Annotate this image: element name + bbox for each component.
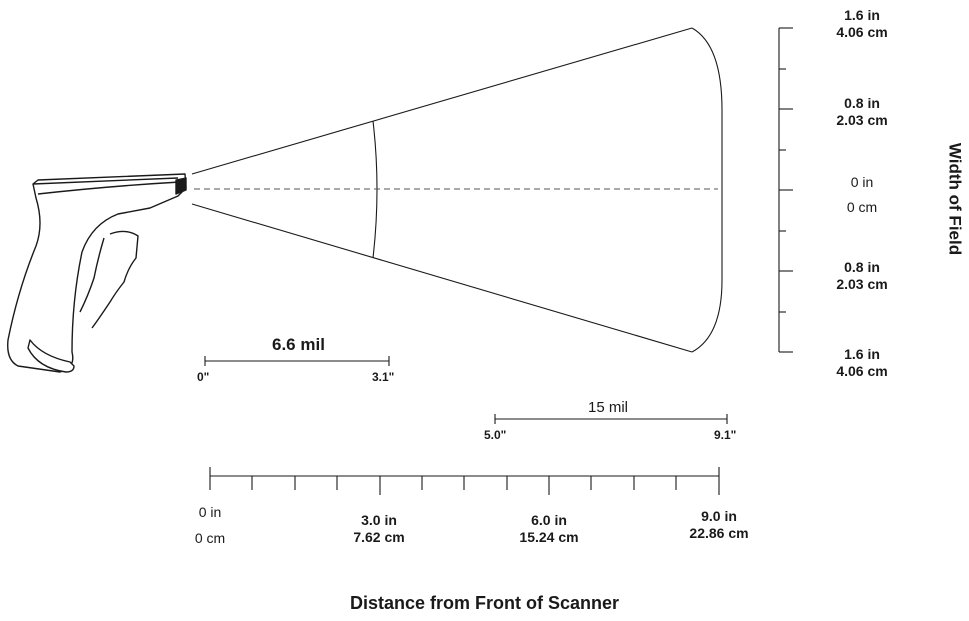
distance-tick-label: 3.0 in 7.62 cm — [334, 513, 424, 544]
distance-label-cm: 7.62 cm — [353, 529, 405, 545]
distance-label-cm: 22.86 cm — [689, 525, 749, 541]
width-axis-title: Width of Field — [945, 142, 965, 256]
distance-label-in: 3.0 in — [361, 512, 397, 528]
width-label-in: 1.6 in — [844, 7, 880, 23]
range-start-label: 5.0" — [484, 428, 507, 442]
width-label-in: 0.8 in — [844, 95, 880, 111]
range-label-6-6-mil: 6.6 mil — [272, 335, 325, 354]
distance-label-cm: 15.24 cm — [519, 529, 579, 545]
scanner-icon — [7, 173, 187, 373]
range-label-15-mil: 15 mil — [588, 399, 629, 416]
distance-axis-title: Distance from Front of Scanner — [349, 593, 620, 613]
width-label-cm: 0 cm — [846, 199, 878, 215]
beam-lower-edge — [191, 203, 693, 353]
distance-tick-label: 0 in 0 cm — [175, 505, 245, 545]
width-label-cm: 2.03 cm — [836, 276, 888, 292]
width-tick-label: 0.8 in 2.03 cm — [822, 260, 902, 291]
distance-label-cm: 0 cm — [194, 530, 226, 546]
distance-label-in: 6.0 in — [531, 512, 567, 528]
beam-upper-edge — [191, 27, 693, 175]
width-label-in: 1.6 in — [844, 346, 880, 362]
distance-tick-label: 9.0 in 22.86 cm — [674, 509, 764, 540]
range-bars — [204, 356, 728, 424]
width-label-cm: 2.03 cm — [836, 112, 888, 128]
range-end-label: 9.1" — [714, 428, 737, 442]
range-start-label: 0" — [197, 370, 210, 384]
width-label-cm: 4.06 cm — [836, 363, 888, 379]
scan-beam — [191, 27, 723, 353]
width-label-in: 0.8 in — [844, 259, 880, 275]
distance-tick-label: 6.0 in 15.24 cm — [504, 513, 594, 544]
distance-label-in: 9.0 in — [701, 508, 737, 524]
width-label-cm: 4.06 cm — [836, 24, 888, 40]
far-field-arc — [691, 27, 723, 353]
width-tick-label: 0.8 in 2.03 cm — [822, 96, 902, 127]
distance-label-in: 0 in — [198, 504, 222, 520]
range-end-label: 3.1" — [372, 370, 395, 384]
width-tick-label: 1.6 in 4.06 cm — [822, 347, 902, 378]
width-tick-label: 0 in 0 cm — [822, 175, 902, 214]
width-scale — [778, 27, 793, 353]
width-label-in: 0 in — [850, 174, 874, 190]
distance-scale — [209, 467, 720, 495]
width-tick-label: 1.6 in 4.06 cm — [822, 8, 902, 39]
